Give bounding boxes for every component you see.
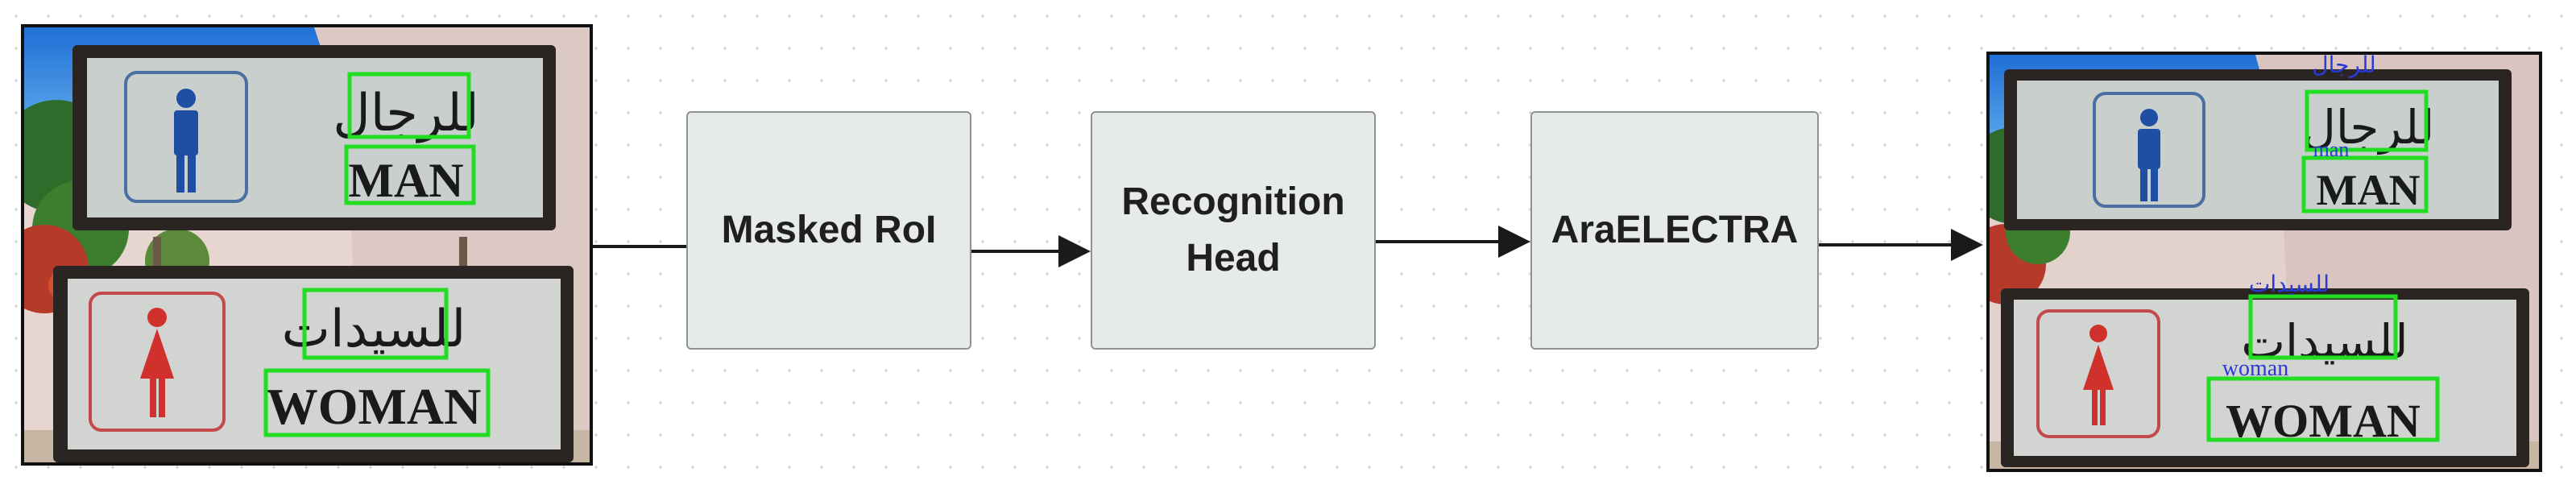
detection-box (344, 144, 476, 205)
output-sign-bottom-arabic: للسيدات (2241, 314, 2408, 369)
output-photo-scene: للرجال MAN للرجال man للسيدات WOMAN للسي… (1990, 55, 2539, 469)
input-sign-bottom-arabic: للسيدات (282, 300, 466, 359)
man-icon (174, 89, 198, 193)
recognition-head-label: Recognition Head (1121, 180, 1345, 280)
recognition-head-node: Recognition Head (1091, 111, 1376, 350)
araelectra-node: AraELECTRA (1530, 111, 1819, 350)
output-image: للرجال MAN للرجال man للسيدات WOMAN للسي… (1986, 52, 2542, 472)
sign-men: للرجال MAN للرجال man (2004, 55, 2512, 230)
detection-box (2248, 294, 2398, 360)
input-photo-scene: للرجال MAN للسيدات WOMAN (24, 27, 590, 462)
prediction-bottom-english: woman (2222, 356, 2288, 381)
woman-icon (2083, 325, 2114, 425)
masked-roi-label: Masked RoI (721, 209, 937, 252)
sign-women: للسيدات WOMAN (53, 266, 574, 462)
detection-box (302, 288, 449, 360)
man-icon (2138, 109, 2160, 201)
detection-box (263, 368, 491, 437)
output-sign-top-english: MAN (2317, 166, 2421, 214)
detection-box (2301, 155, 2429, 213)
input-sign-top-english: MAN (348, 154, 463, 207)
input-sign-bottom-english: WOMAN (267, 378, 482, 435)
prediction-bottom-arabic: للسيدات (2249, 271, 2330, 297)
prediction-top-english: man (2313, 138, 2350, 161)
prediction-top-arabic: للرجال (2312, 55, 2375, 78)
detection-box (347, 72, 471, 139)
masked-roi-node: Masked RoI (686, 111, 971, 350)
detection-box (2305, 89, 2429, 152)
input-sign-top-arabic: للرجال (333, 84, 479, 143)
sign-men: للرجال MAN (72, 45, 556, 230)
detection-box (2206, 376, 2440, 442)
sign-women: للسيدات WOMAN للسيدات woman (2001, 271, 2529, 467)
woman-icon (140, 308, 174, 417)
input-image: للرجال MAN للسيدات WOMAN (21, 24, 593, 466)
output-sign-top-arabic: للرجال (2302, 100, 2435, 155)
araelectra-label: AraELECTRA (1551, 209, 1799, 252)
